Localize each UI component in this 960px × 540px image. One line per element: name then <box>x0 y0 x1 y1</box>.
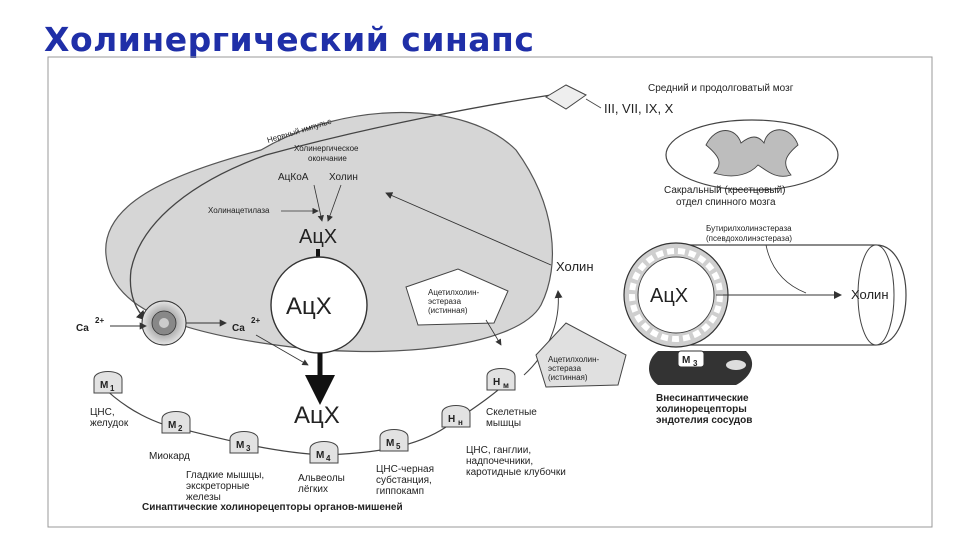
receptor-description: мышцы <box>486 418 521 429</box>
m3-vessel-sub: 3 <box>693 359 698 368</box>
receptor-subscript: 3 <box>246 444 251 453</box>
receptor-label: М <box>168 420 176 431</box>
cholinergic-synapse-diagram: Нервный импульс Средний и продолговатый … <box>47 56 933 528</box>
nerve-impulse-fiber <box>129 94 552 321</box>
ending-label-1: Холинергическое <box>294 144 359 153</box>
choline-return-arc <box>523 290 563 376</box>
receptor-badge <box>161 411 191 434</box>
receptor-label: М <box>100 380 108 391</box>
receptor-description: субстанция, <box>376 474 432 486</box>
receptor-badge <box>309 441 339 464</box>
receptor-badge <box>93 371 123 394</box>
ache-enzyme-2 <box>535 322 627 388</box>
ache2-label-1: Ацетилхолин- <box>548 355 600 364</box>
ache2-label-2: эстераза <box>548 364 582 373</box>
receptor-description: гиппокамп <box>376 486 424 497</box>
receptor-description: Гладкие мышцы, <box>186 470 264 481</box>
choline-top-label: Холин <box>329 172 358 183</box>
receptor-subscript: 1 <box>110 384 115 393</box>
receptor-badge <box>379 429 409 452</box>
choline-top-arrow <box>326 184 342 222</box>
receptor-description: каротидные клубочки <box>466 466 566 478</box>
receptor-label: М <box>386 438 394 449</box>
butyr-pointer <box>765 244 807 294</box>
extra-label-2: холинорецепторы <box>656 404 747 415</box>
receptor-subscript: 4 <box>326 454 331 463</box>
receptor-description: Альвеолы <box>298 473 345 484</box>
ache1-label-3: (истинная) <box>428 306 468 315</box>
receptor-label: Н <box>493 377 500 388</box>
receptor-description: экскреторные <box>186 481 250 492</box>
ca-inside-label: Ca <box>232 323 245 334</box>
blood-vessel <box>623 242 907 348</box>
extra-label-3: эндотелия сосудов <box>656 415 752 426</box>
ach-vessel-label: АцХ <box>650 285 688 307</box>
receptor-subscript: н <box>458 418 463 427</box>
receptor-badge <box>486 368 516 391</box>
receptor-description: Миокард <box>149 451 190 462</box>
receptor-subscript: м <box>503 381 509 390</box>
receptor-badge <box>441 405 471 428</box>
ache1-pointer <box>485 319 502 346</box>
choline-vessel-label: Холин <box>851 287 889 302</box>
extra-label-1: Внесинаптические <box>656 393 749 404</box>
receptor-label: М <box>316 450 324 461</box>
slide-title: Холинергический синапс <box>44 20 535 59</box>
ache2-label-3: (истинная) <box>548 373 588 382</box>
ending-label-2: окончание <box>308 154 347 163</box>
m3-vessel-label: М <box>682 355 690 366</box>
receptor-description: желудок <box>90 418 129 429</box>
acetylase-label: Холинацетилаза <box>208 206 270 215</box>
receptor-label: Н <box>448 414 455 425</box>
ca-outside-label: Ca <box>76 323 89 334</box>
brain-label: Средний и продолговатый мозг <box>648 83 794 94</box>
sacral-label-2: отдел спинного мозга <box>676 197 776 208</box>
butyr-label-1: Бутирилхолинэстераза <box>706 224 792 233</box>
ca-outside-charge: 2+ <box>95 316 104 325</box>
spinal-cord-section <box>665 119 839 191</box>
acetylcoa-arrow <box>313 184 324 222</box>
receptor-badge <box>229 431 259 454</box>
brain-nucleus-marker <box>545 84 587 110</box>
choline-reuptake-arrow <box>385 192 552 266</box>
figure-frame <box>47 56 933 528</box>
ache1-label-2: эстераза <box>428 297 462 306</box>
butyr-label-2: (псевдохолинэстераза) <box>706 234 792 243</box>
receptor-description: железы <box>186 492 221 503</box>
synaptic-receptors-caption: Синаптические холинорецепторы органов-ми… <box>142 502 403 513</box>
receptor-description: ЦНС, ганглии, <box>466 445 531 456</box>
receptor-description: Скелетные <box>486 407 537 418</box>
receptor-subscript: 5 <box>396 442 401 451</box>
ca-inside-charge: 2+ <box>251 316 260 325</box>
receptor-description: лёгких <box>298 484 328 495</box>
choline-reuptake-label: Холин <box>556 259 594 274</box>
ache1-label-1: Ацетилхолин- <box>428 288 480 297</box>
receptor-description: надпочечники, <box>466 456 533 467</box>
ca-trigger-arrow <box>255 334 309 366</box>
ach-vesicle-label: АцХ <box>286 293 332 320</box>
ach-synth-label: АцХ <box>299 226 337 248</box>
ache-enzyme-1 <box>405 268 509 326</box>
ach-cleft-label: АцХ <box>294 402 340 429</box>
nerves-connector <box>585 98 602 109</box>
receptor-label: М <box>236 440 244 451</box>
receptor-description: ЦНС, <box>90 407 115 418</box>
calcium-channel-icon <box>141 300 187 346</box>
receptor-subscript: 2 <box>178 424 183 433</box>
acetyl-coa-label: АцКоА <box>278 172 309 183</box>
cranial-nerves-label: III, VII, IX, X <box>604 101 674 116</box>
sacral-label-1: Сакральный (крестцовый) <box>664 185 786 196</box>
receptor-description: ЦНС-черная <box>376 464 434 475</box>
endothelial-receptor <box>649 350 753 385</box>
